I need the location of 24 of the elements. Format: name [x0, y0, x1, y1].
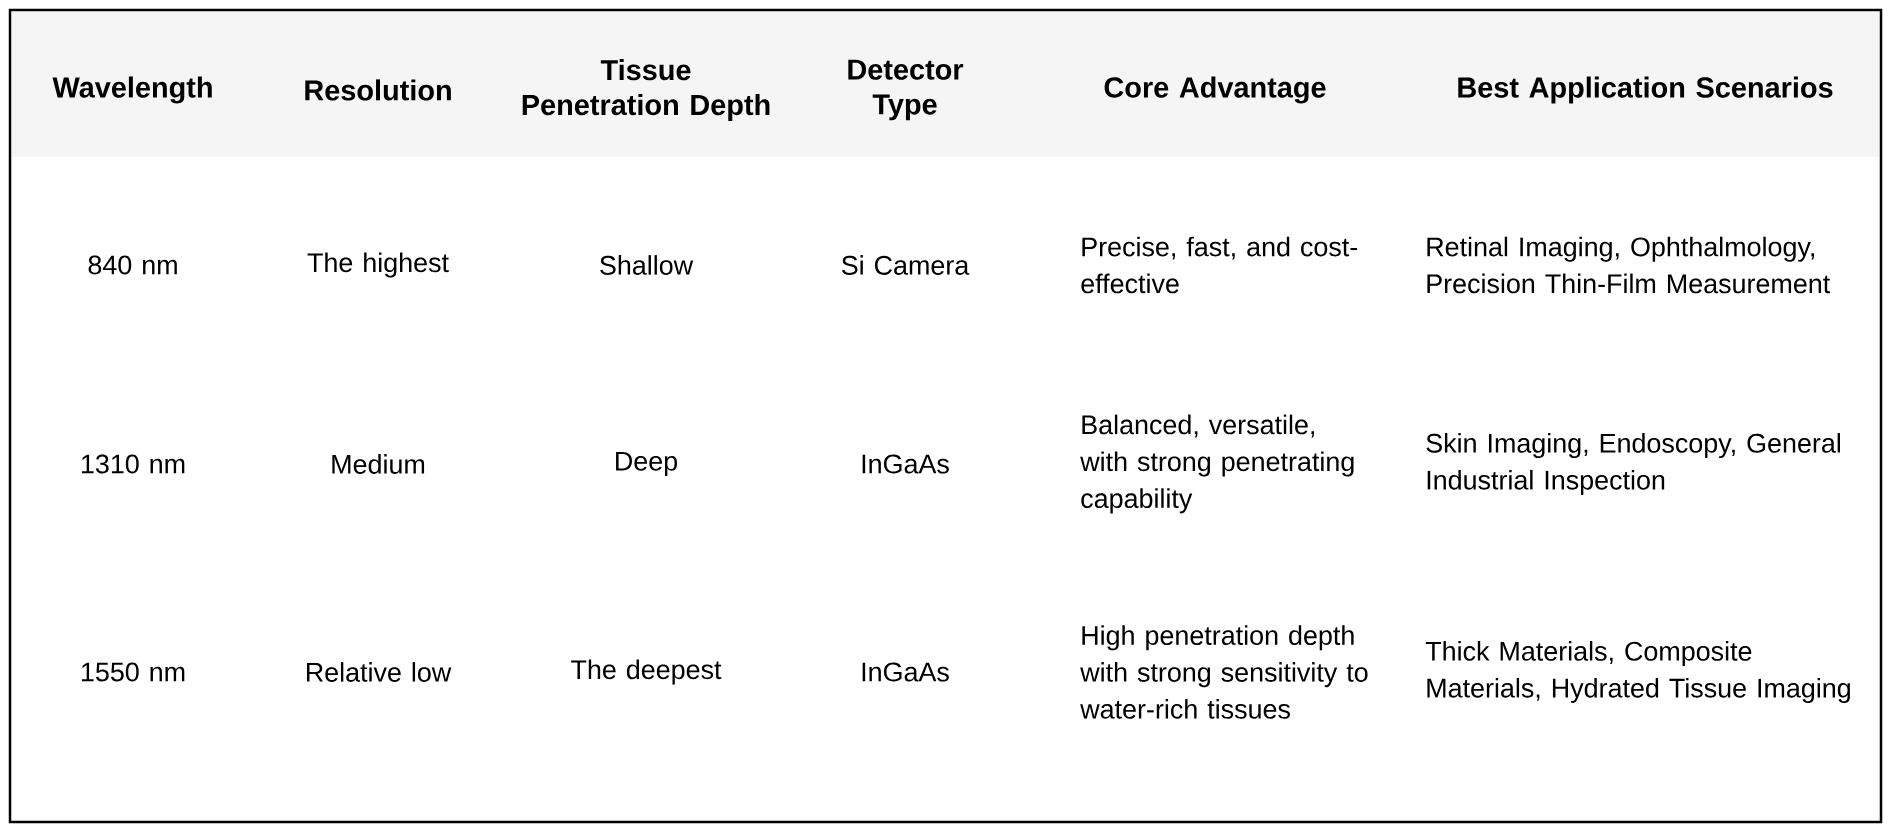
- header-cell: Resolution: [305, 79, 451, 101]
- header-cell: Best Application Scenarios: [1458, 76, 1833, 104]
- table-cell: Medium: [332, 454, 425, 474]
- table-cell: InGaAs: [862, 454, 949, 474]
- header-cell: Detector Type: [848, 59, 964, 121]
- table-cell: 840 nm: [88, 255, 177, 275]
- header-cell: Wavelength: [52, 76, 212, 104]
- table-cell: The highest: [307, 252, 449, 278]
- header-cell: Tissue Penetration Depth: [522, 59, 770, 121]
- table-cell: Si Camera: [841, 255, 970, 275]
- table-cell: Retinal Imaging, Ophthalmology, Precision Thin-Film Measurement: [1427, 236, 1831, 294]
- table-cell: Precise, fast, and cost-effective: [1081, 236, 1358, 294]
- table-cell: Deep: [616, 451, 677, 477]
- table-cell: Skin Imaging, Endoscopy, General Industrial Inspection: [1426, 433, 1840, 495]
- table-cell: InGaAs: [862, 662, 949, 682]
- table-cell: Thick Materials, Composite Materials, Hydrated Tissue Imaging: [1425, 641, 1850, 703]
- table-cell: Balanced, versatile, with strong penetrating capability: [1080, 414, 1354, 514]
- table-cell: Relative low: [306, 662, 452, 682]
- table-cell: 1550 nm: [82, 662, 185, 682]
- table-cell: High penetration depth with strong sensitivity to water-rich tissues: [1080, 625, 1368, 719]
- table-cell: 1310 nm: [82, 454, 185, 474]
- table-cell: The deepest: [571, 659, 722, 685]
- header-cell: Core Advantage: [1104, 76, 1326, 104]
- table-cell: Shallow: [600, 255, 694, 275]
